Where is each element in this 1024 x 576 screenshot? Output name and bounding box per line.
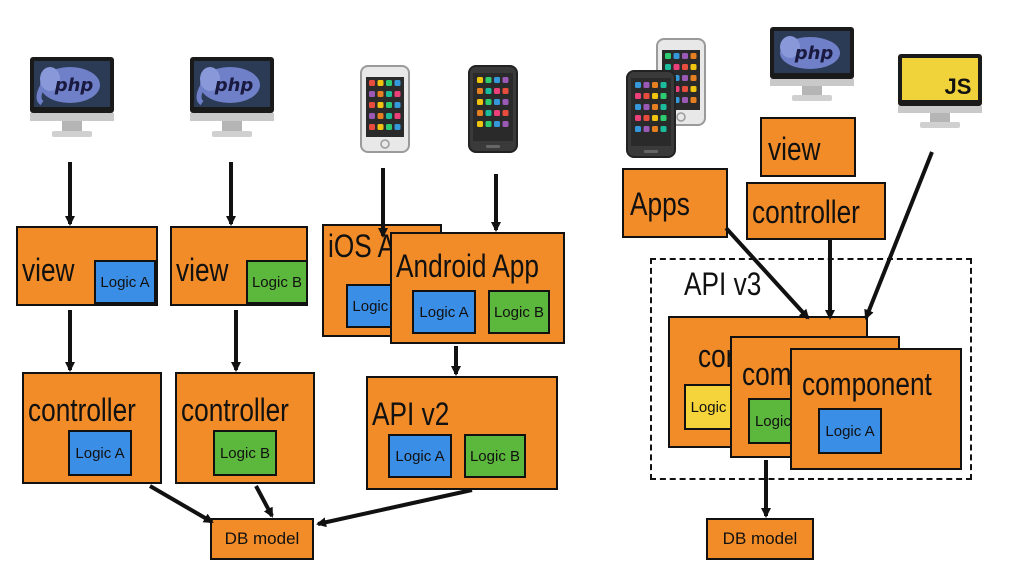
view-title-1: view: [22, 252, 75, 288]
controller-box-1: controller Logic A: [22, 372, 162, 484]
php-label: php: [214, 75, 254, 96]
logic-a-chip: Logic A: [68, 430, 132, 476]
php-label: php: [54, 75, 94, 96]
iphone-icon: [360, 65, 410, 153]
controller-title-right: controller: [752, 194, 860, 230]
api-v2-box: API v2 Logic A Logic B: [366, 376, 558, 490]
ios-app-title: iOS App: [328, 228, 392, 264]
logic-a-chip: Logic A: [388, 434, 452, 478]
logic-b-chip: Logic B: [213, 430, 277, 476]
controller-box-2: controller Logic B: [175, 372, 315, 484]
logic-a-chip: Logic A: [412, 290, 476, 334]
apps-box: Apps: [622, 168, 728, 238]
android-phone-icon: [468, 65, 518, 153]
logic-b-chip: Logic B: [464, 434, 526, 478]
logic-b-chip: Logic B: [246, 260, 308, 304]
view-box-2: view Logic B: [170, 226, 308, 306]
js-monitor-icon: JS: [896, 52, 984, 132]
php-monitor-icon: php: [28, 55, 116, 141]
php-label: php: [794, 43, 834, 64]
apps-title: Apps: [630, 186, 690, 222]
android-app-title: Android App: [396, 248, 539, 284]
db-model-box-left: DB model: [210, 518, 314, 560]
api-v2-title: API v2: [372, 396, 450, 432]
controller-title-1: controller: [28, 392, 136, 428]
logic-a-chip: Logic A: [346, 284, 392, 328]
php-monitor-icon: php: [768, 25, 856, 105]
php-monitor-icon: php: [188, 55, 276, 141]
component-box-3: component Logic A: [790, 348, 962, 470]
logic-a-chip: Logic A: [94, 260, 156, 304]
view-title-2: view: [176, 252, 229, 288]
android-app-box: Android App Logic A Logic B: [390, 232, 565, 344]
api-v3-container: [650, 258, 972, 480]
logic-b-chip: Logic B: [488, 290, 550, 334]
db-model-box-right: DB model: [706, 518, 814, 560]
component-title-2: component: [742, 356, 790, 392]
js-label: JS: [945, 74, 972, 99]
logic-b-chip: Logic B: [748, 398, 790, 444]
android-phone-icon: [626, 70, 676, 158]
view-title-right: view: [768, 131, 821, 167]
api-v3-title: API v3: [684, 266, 762, 302]
controller-title-2: controller: [181, 392, 289, 428]
component-title-3: component: [802, 366, 932, 402]
arrow: [254, 485, 274, 518]
view-box-1: view Logic A: [16, 226, 158, 306]
db-model-label: DB model: [722, 529, 798, 548]
logic-c-chip: Logic C: [684, 384, 730, 430]
arrow: [148, 484, 214, 524]
view-box-right: view: [760, 117, 856, 177]
arrow: [316, 488, 473, 528]
controller-box-right: controller: [746, 182, 886, 240]
db-model-label: DB model: [224, 529, 300, 548]
logic-a-chip: Logic A: [818, 408, 882, 454]
component-title-1: component: [698, 338, 730, 374]
